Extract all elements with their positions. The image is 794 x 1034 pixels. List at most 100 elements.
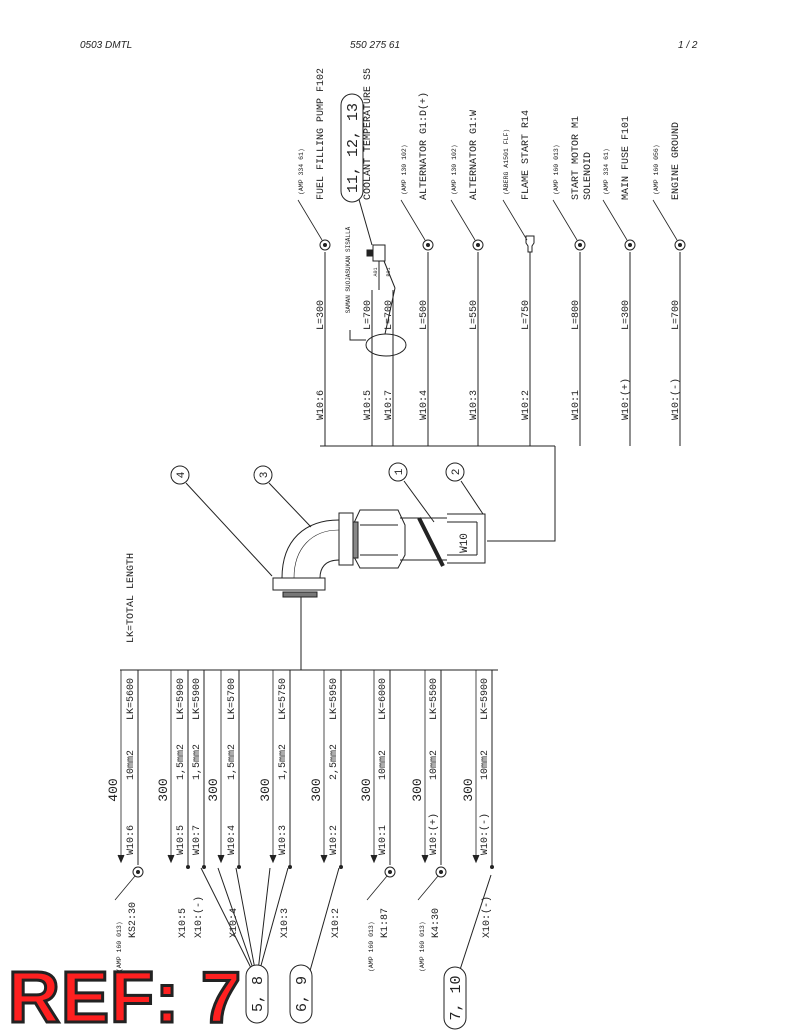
ring-terminal-hole bbox=[628, 243, 632, 247]
segment-length-label: 300 bbox=[156, 778, 171, 801]
part-leader bbox=[400, 199, 426, 241]
wire-length-label: L=500 bbox=[419, 300, 430, 330]
item-3-bubble bbox=[253, 465, 273, 485]
connector-part-label: (AMP 334 61) bbox=[603, 148, 610, 195]
wire-id-label: W10:5 bbox=[363, 390, 374, 420]
ring-terminal-hole bbox=[426, 243, 430, 247]
sensor-pin-a: A01 bbox=[373, 267, 379, 276]
dimension-arrow bbox=[269, 854, 277, 864]
coolant-sensor-icon bbox=[366, 244, 396, 290]
wire-length-label: L=750 bbox=[521, 300, 532, 330]
bubble-58-leader bbox=[256, 867, 271, 981]
wire-size-label: 1,5mm2 bbox=[176, 744, 187, 780]
ref-bubble-69-text: 6, 9 bbox=[294, 976, 311, 1012]
segment-length-label: 300 bbox=[206, 778, 221, 801]
wire-size-label: 1,5mm2 bbox=[192, 744, 203, 780]
hex-nut bbox=[352, 509, 406, 569]
part-leader bbox=[450, 199, 476, 241]
bubble-58-leader bbox=[217, 867, 258, 981]
sensor-callout-ellipse bbox=[365, 333, 407, 357]
ref-bubble-710 bbox=[443, 966, 467, 1030]
conduit-label: W10 bbox=[459, 533, 471, 553]
segment-length-label: 300 bbox=[258, 778, 273, 801]
connector-part-label: (AMP 130 102) bbox=[401, 144, 408, 195]
dimension-arrow bbox=[117, 854, 125, 864]
wire-id-label: W10:(-) bbox=[670, 378, 682, 420]
wire-size-label: 1,5mm2 bbox=[278, 744, 289, 780]
terminal-label: X10:5 bbox=[178, 908, 189, 938]
wire-size-label: 10mm2 bbox=[378, 750, 389, 780]
wire-size-label: 1,5mm2 bbox=[227, 744, 238, 780]
part-leader bbox=[502, 199, 528, 241]
segment-length-label: 300 bbox=[461, 778, 476, 801]
part-leader bbox=[602, 199, 628, 241]
terminal-label: K4:30 bbox=[431, 908, 442, 938]
destination-label: ALTERNATOR G1:W bbox=[469, 110, 480, 200]
ref-bubble-710-text: 7, 10 bbox=[448, 975, 465, 1020]
part-leader bbox=[366, 875, 388, 901]
item-2-number: 2 bbox=[451, 469, 463, 476]
pin-terminal-icon bbox=[186, 865, 190, 869]
connector-part-label: (AMP 130 102) bbox=[451, 144, 458, 195]
cable-tie bbox=[417, 517, 445, 567]
wire-id-label: W10:7 bbox=[384, 390, 395, 420]
dimension-arrow bbox=[421, 854, 429, 864]
segment-length-label: 300 bbox=[410, 778, 425, 801]
item-4-leader bbox=[185, 482, 273, 577]
terminal-label: X10:(-) bbox=[193, 896, 205, 938]
destination-label: ALTERNATOR G1:D(+) bbox=[418, 92, 430, 200]
ring-terminal-hole bbox=[476, 243, 480, 247]
dimension-arrow bbox=[320, 854, 328, 864]
item-4-bubble bbox=[170, 465, 190, 485]
item-2-bubble bbox=[445, 462, 465, 482]
wire-id-label: W10:1 bbox=[571, 390, 582, 420]
total-length-label: LK=5900 bbox=[192, 678, 203, 720]
elbow-base bbox=[272, 577, 326, 591]
destination-label: START MOTOR M1 bbox=[571, 116, 582, 200]
wire-id-label: W10:7 bbox=[192, 825, 203, 855]
segment-length-label: 300 bbox=[309, 778, 324, 801]
total-length-label: LK=5600 bbox=[126, 678, 137, 720]
connector-part-label: (AMP 160 013) bbox=[368, 921, 375, 972]
connector-part-label: (AMP 334 61) bbox=[298, 148, 305, 195]
elbow-inner bbox=[319, 559, 340, 579]
ring-terminal-hole bbox=[136, 870, 140, 874]
item-1-leader bbox=[403, 480, 435, 523]
terminal-label: X10:4 bbox=[229, 908, 240, 938]
wire-length-label: L=800 bbox=[571, 300, 582, 330]
pin-terminal-icon bbox=[288, 865, 292, 869]
item-2-leader bbox=[460, 480, 484, 515]
destination-label: ENGINE GROUND bbox=[671, 122, 682, 200]
part-leader bbox=[652, 199, 678, 241]
ref-bubble-top-text: 11, 12, 13 bbox=[345, 103, 362, 193]
bubble-58-leader bbox=[200, 867, 258, 981]
part-leader bbox=[552, 199, 578, 241]
item-3-number: 3 bbox=[259, 472, 271, 479]
ref-label: REF: 7 bbox=[6, 958, 243, 1034]
ref-bubble-58-text: 5, 8 bbox=[250, 976, 267, 1012]
total-length-label: LK=5500 bbox=[429, 678, 440, 720]
dimension-arrow bbox=[370, 854, 378, 864]
fitting-collar bbox=[338, 512, 354, 566]
pin-terminal-icon bbox=[237, 865, 241, 869]
wire-id-label: W10:(+) bbox=[620, 378, 632, 420]
total-length-label: LK=5900 bbox=[176, 678, 187, 720]
part-number: 550 275 61 bbox=[350, 40, 401, 51]
item-1-number: 1 bbox=[394, 468, 406, 475]
harness-body bbox=[120, 174, 556, 986]
bubble-69-leader bbox=[305, 867, 340, 986]
bubble-710-leader bbox=[454, 874, 492, 986]
wire-id-label: W10:4 bbox=[227, 825, 238, 855]
blade-terminal-icon bbox=[525, 235, 535, 253]
terminal-label: KS2:30 bbox=[128, 902, 139, 938]
total-length-label: LK=5950 bbox=[329, 678, 340, 720]
